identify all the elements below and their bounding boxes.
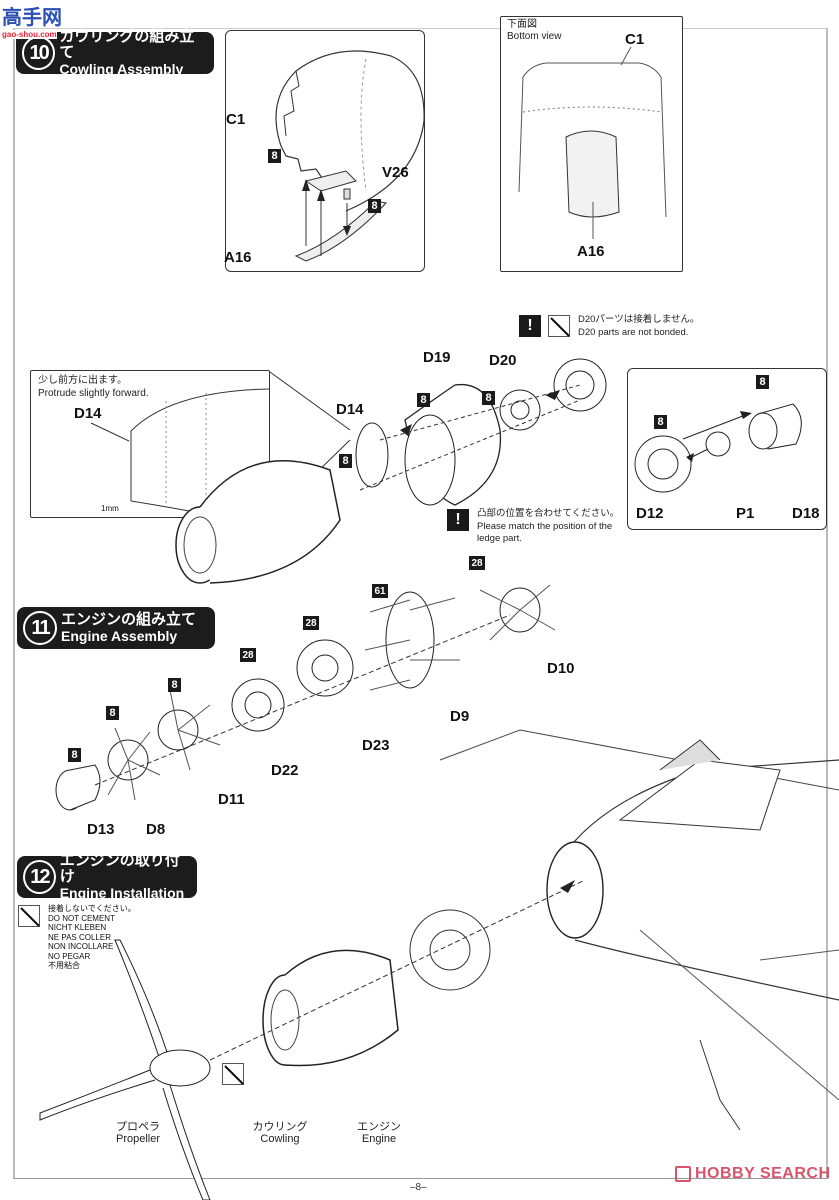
part-label-d23: D23 [362, 737, 390, 754]
cowling-drawing [275, 50, 425, 262]
part-label-c1: C1 [625, 31, 645, 48]
caption-engine: エンジン Engine [354, 1121, 404, 1145]
part-label-d22: D22 [271, 762, 299, 779]
glue-mark: 8 [168, 678, 181, 692]
part-label-a16: A16 [577, 243, 605, 260]
propeller-hub-panel: D12 P1 D18 8 8 [627, 368, 827, 530]
part-label-d10: D10 [547, 660, 575, 677]
caption-en: Engine [361, 1133, 397, 1145]
part-label-d14: D14 [74, 405, 102, 422]
ledge-note-jp: 凸部の位置を合わせてください。 [477, 508, 620, 519]
glue-mark: 8 [654, 415, 667, 429]
caption-jp: カウリング [252, 1121, 308, 1133]
hub-drawing [634, 403, 802, 493]
caution-fr: NE PAS COLLER [48, 932, 111, 942]
caution-jp: 接着しないでください。 [48, 904, 136, 913]
bottom-view-title-en: Bottom view [507, 31, 562, 42]
d20-note-jp: D20パーツは接着しません。 [578, 314, 700, 325]
caution-zh: 不用粘合 [48, 961, 80, 970]
step-title-jp: カウリングの組み立て [59, 28, 195, 61]
step-title-jp: エンジンの組み立て [61, 611, 197, 628]
caption-cowling: カウリング Cowling [250, 1121, 310, 1145]
hobby-search-logo: HOBBY SEARCH [675, 1165, 831, 1183]
d14-detail-inset: 少し前方に出ます。 Protrude slightly forward. D14… [30, 370, 270, 519]
part-label-d11: D11 [218, 791, 245, 808]
caption-en: Cowling [260, 1133, 300, 1145]
hobby-search-icon [675, 1166, 691, 1182]
page-number: –8– [410, 1182, 427, 1193]
step-title-en: Engine Assembly [61, 628, 178, 644]
bottom-view-title-jp: 下面図 [507, 19, 537, 30]
caution-es: NO PEGAR [48, 951, 91, 961]
part-label-d12: D12 [636, 505, 664, 522]
caution-de: NICHT KLEBEN [48, 923, 107, 932]
do-not-cement-icon [548, 315, 570, 337]
bottom-view-panel: 下面図 Bottom view C1 A16 [500, 16, 683, 272]
page-border-left [13, 28, 15, 1178]
dimension-label: 1mm [101, 504, 119, 513]
caution-en: DO NOT CEMENT [48, 913, 115, 923]
step-number: 10 [22, 36, 56, 70]
page-border-right [826, 28, 828, 1178]
glue-mark: 8 [368, 199, 381, 213]
glue-mark: 28 [240, 648, 256, 662]
glue-mark: 8 [756, 375, 769, 389]
caution-text-block: 接着しないでください。 DO NOT CEMENT NICHT KLEBEN N… [48, 904, 136, 971]
glue-mark: 8 [482, 391, 495, 405]
step-title-en: Cowling Assembly [59, 61, 184, 77]
part-label-d14: D14 [336, 401, 364, 418]
caption-jp: プロペラ [116, 1121, 160, 1133]
step-number: 12 [23, 860, 56, 894]
glue-mark: 8 [68, 748, 81, 762]
watermark-logo: 高手网 [2, 7, 62, 29]
brand-name: HOBBY SEARCH [695, 1165, 831, 1182]
glue-mark: 28 [303, 616, 319, 630]
bottom-view-drawing [518, 46, 667, 239]
part-label-d8: D8 [146, 821, 166, 838]
cowling-bottom-panel: C1 V26 A16 8 8 [224, 30, 425, 272]
glue-mark: 8 [268, 149, 281, 163]
step-title-jp: エンジンの取り付け [59, 852, 180, 885]
page-border-top [13, 28, 828, 29]
do-not-cement-icon [222, 1063, 244, 1085]
part-label-d19: D19 [423, 349, 451, 366]
ledge-note-en: Please match the position of the ledge p… [477, 521, 613, 544]
glue-mark: 28 [469, 556, 485, 570]
part-label-a16: A16 [224, 249, 252, 266]
caption-jp: エンジン [357, 1121, 401, 1133]
glue-mark: 8 [417, 393, 430, 407]
part-label-p1: P1 [736, 505, 755, 522]
glue-mark: 8 [106, 706, 119, 720]
glue-mark: 61 [372, 584, 388, 598]
part-label-d20: D20 [489, 352, 517, 369]
d20-note-en: D20 parts are not bonded. [578, 327, 689, 338]
part-label-v26: V26 [382, 164, 409, 181]
part-label-d9: D9 [450, 708, 470, 725]
step-12-header: 12 エンジンの取り付け Engine Installation [17, 852, 197, 901]
part-label-d18: D18 [792, 505, 820, 522]
step-number: 11 [23, 611, 57, 645]
attention-icon: ! [519, 315, 541, 337]
glue-mark: 8 [339, 454, 352, 468]
inset-note-en: Protrude slightly forward. [38, 388, 149, 399]
inset-note-jp: 少し前方に出ます。 [38, 375, 127, 386]
step-11-header: 11 エンジンの組み立て Engine Assembly [17, 607, 215, 649]
caption-en: Propeller [115, 1133, 161, 1145]
caption-propeller: プロペラ Propeller [108, 1121, 168, 1145]
page-border-bottom [13, 1178, 828, 1179]
inset-drawing [90, 388, 270, 519]
attention-icon: ! [447, 509, 469, 531]
watermark-url: gao-shou.com [2, 30, 57, 39]
step-title-en: Engine Installation [59, 885, 185, 901]
part-label-d13: D13 [87, 821, 115, 838]
step-10-header: 10 カウリングの組み立て Cowling Assembly [16, 28, 214, 77]
do-not-cement-icon [18, 905, 40, 927]
caution-it: NON INCOLLARE [48, 942, 114, 951]
part-label-c1: C1 [226, 111, 246, 128]
